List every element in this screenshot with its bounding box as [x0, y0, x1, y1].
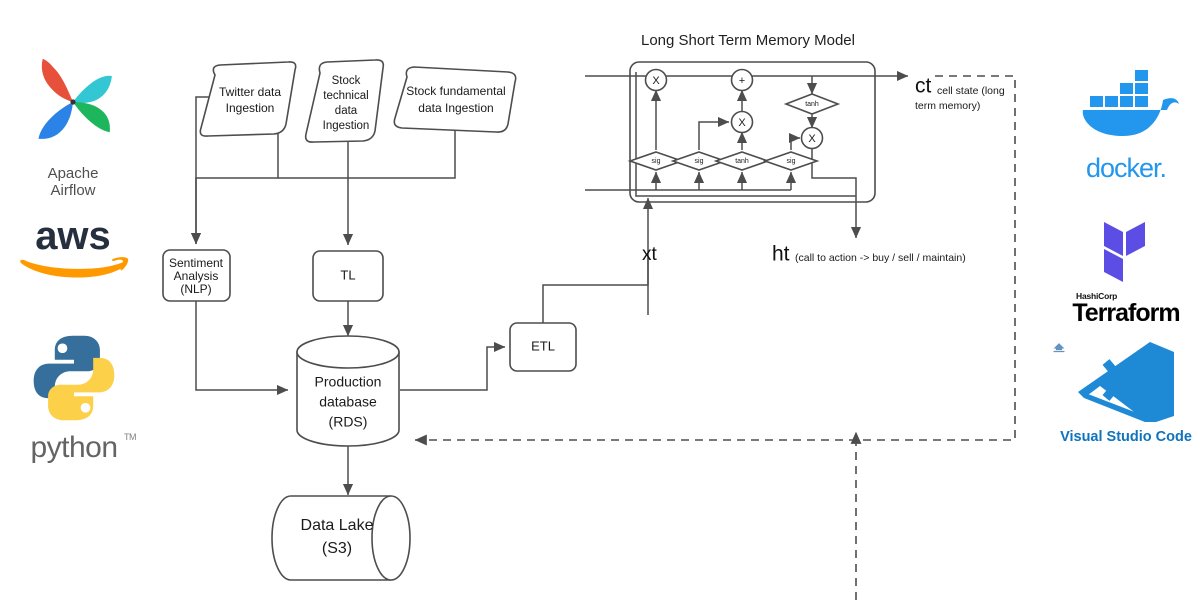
- gate-candidate-label: tanh: [735, 158, 749, 165]
- logo-aws: aws: [8, 214, 138, 292]
- lstm-cell-state-note2: term memory): [915, 100, 980, 112]
- node-etl-label: ETL: [531, 338, 555, 353]
- logo-terraform-label: Terraform: [1072, 299, 1180, 327]
- node-rds-label-3: (RDS): [329, 414, 368, 430]
- node-rds-label-1: Production: [315, 374, 382, 390]
- python-icon: [33, 335, 115, 421]
- node-stock-fundamental-label-2: data Ingestion: [418, 101, 493, 115]
- node-stock-fundamental-label-1: Stock fundamental: [406, 84, 505, 98]
- lstm-title: Long Short Term Memory Model: [641, 32, 855, 49]
- gate-cell-tanh-label: tanh: [805, 101, 819, 108]
- gate-input-label: sig: [695, 158, 704, 165]
- node-rds-label-2: database: [319, 394, 377, 410]
- aws-icon: aws: [20, 214, 129, 278]
- node-twitter-ingestion-label-1: Twitter data: [219, 85, 281, 99]
- node-production-database: [296, 335, 400, 447]
- op-cell-add: +: [730, 68, 754, 92]
- gate-cell-tanh: tanh: [783, 93, 841, 115]
- logo-visual-studio-code: Visual Studio Code: [1060, 336, 1192, 445]
- op-forget-multiply: X: [644, 68, 668, 92]
- gate-forget: sig: [627, 151, 685, 171]
- op-cell-add-label: +: [739, 75, 745, 87]
- node-sentiment-analysis: [162, 249, 231, 302]
- gate-forget-label: sig: [652, 158, 661, 165]
- vscode-icon: [1078, 342, 1174, 424]
- node-twitter-ingestion-label-2: Ingestion: [226, 101, 275, 115]
- logo-apache-airflow: Apache Airflow: [8, 48, 138, 200]
- node-sentiment-label-3: (NLP): [180, 282, 211, 296]
- node-data-lake-label-1: Data Lake: [301, 517, 374, 534]
- logo-terraform: HashiCorp Terraform: [1062, 212, 1190, 326]
- lstm-hidden-note: (call to action -> buy / sell / maintain…: [795, 252, 966, 264]
- op-output-multiply: X: [800, 126, 824, 150]
- op-forget-multiply-label: X: [652, 75, 660, 87]
- node-stock-fundamental-ingestion: [393, 66, 517, 133]
- op-input-multiply-label: X: [738, 117, 746, 129]
- node-stock-technical-label-2: technical: [323, 90, 368, 102]
- vscode-small-artifact-icon: [1053, 343, 1065, 353]
- logo-docker-label: docker.: [1085, 153, 1167, 183]
- logo-apache-airflow-label-1: Apache: [47, 165, 99, 182]
- node-twitter-ingestion: [199, 61, 297, 137]
- docker-icon: [1082, 70, 1179, 136]
- logo-docker: docker.: [1062, 60, 1190, 182]
- node-data-lake: [271, 495, 411, 581]
- node-stock-technical-label-1: Stock: [332, 75, 361, 87]
- node-stock-technical-label-4: Ingestion: [323, 120, 370, 132]
- gate-output: sig: [762, 151, 820, 171]
- lstm-cell-state-note: cell state (long: [937, 85, 1005, 97]
- logo-aws-label: aws: [35, 215, 111, 258]
- logo-terraform-vendor: HashiCorp: [1076, 291, 1118, 301]
- logo-python: python TM: [14, 330, 137, 464]
- lstm-input-label: xt: [642, 244, 658, 265]
- apache-airflow-icon: [38, 58, 112, 139]
- node-data-lake-label-2: (S3): [322, 540, 352, 557]
- gate-input: sig: [670, 151, 728, 171]
- node-sentiment-label-2: Analysis: [174, 269, 219, 283]
- lstm-cell-state-label: ct: [915, 75, 932, 98]
- node-tl: [312, 250, 384, 302]
- op-output-multiply-label: X: [808, 133, 816, 145]
- lstm-hidden-label: ht: [772, 243, 790, 266]
- logo-python-trademark: TM: [124, 432, 137, 442]
- node-stock-technical-ingestion: [304, 59, 385, 143]
- gate-candidate: tanh: [713, 151, 771, 171]
- node-sentiment-label-1: Sentiment: [169, 256, 224, 270]
- op-input-multiply: X: [730, 110, 754, 134]
- node-etl: [509, 322, 577, 372]
- logo-visual-studio-code-label: Visual Studio Code: [1060, 429, 1192, 445]
- node-stock-technical-label-3: data: [335, 105, 358, 117]
- logo-apache-airflow-label-2: Airflow: [50, 182, 96, 200]
- gate-output-label: sig: [787, 158, 796, 165]
- logo-python-label: python: [30, 431, 118, 464]
- node-tl-label: TL: [340, 267, 355, 282]
- terraform-icon: [1104, 222, 1145, 282]
